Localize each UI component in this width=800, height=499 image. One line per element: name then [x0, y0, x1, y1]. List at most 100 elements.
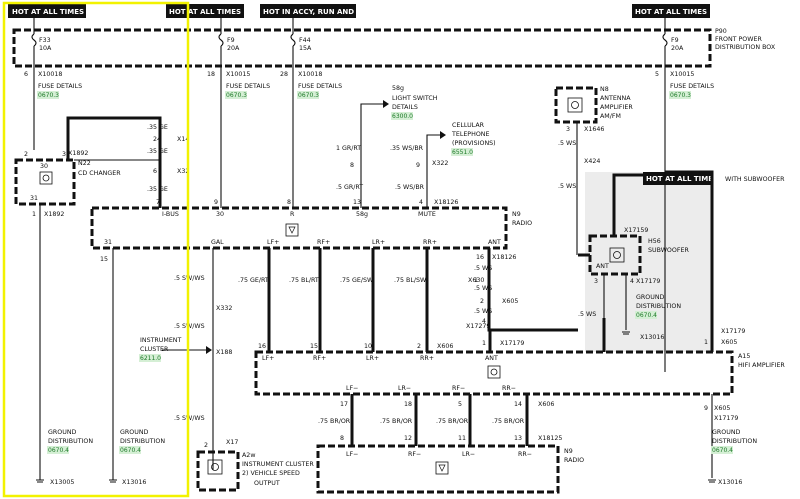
- svg-text:X10018: X10018: [38, 71, 62, 78]
- svg-text:X17: X17: [226, 439, 238, 446]
- svg-text:X17159: X17159: [624, 227, 648, 234]
- svg-text:3: 3: [594, 278, 598, 285]
- wire-label: .35 GE: [147, 148, 168, 155]
- svg-text:0670.3: 0670.3: [670, 92, 691, 99]
- svg-text:6551.0: 6551.0: [452, 149, 473, 156]
- svg-text:F9: F9: [671, 37, 679, 44]
- fuse-f33: F33 10A 6 X10018 FUSE DETAILS 0670.3: [24, 18, 82, 150]
- wire-label: .75 GE/SW: [340, 277, 374, 284]
- svg-text:INSTRUMENT CLUSTER: INSTRUMENT CLUSTER: [242, 461, 314, 468]
- svg-text:2) VEHICLE SPEED: 2) VEHICLE SPEED: [242, 470, 300, 477]
- header-hot-all-3: HOT AT ALL TIMES: [632, 4, 710, 18]
- svg-text:X1892: X1892: [44, 211, 64, 218]
- pin-label: 8: [340, 435, 344, 442]
- svg-text:15A: 15A: [299, 45, 312, 52]
- wire-label: .5 WS: [474, 285, 492, 292]
- svg-text:RF+: RF+: [313, 355, 326, 362]
- svg-text:LIGHT SWITCH: LIGHT SWITCH: [392, 95, 438, 102]
- svg-text:HOT AT ALL TIMES: HOT AT ALL TIMES: [635, 8, 707, 16]
- connector-label: X605: [721, 339, 737, 346]
- svg-text:9: 9: [214, 199, 218, 206]
- svg-text:RR+: RR+: [423, 239, 437, 246]
- pin-label: 17: [340, 401, 348, 408]
- svg-text:20A: 20A: [671, 45, 684, 52]
- svg-text:N22: N22: [78, 160, 91, 167]
- svg-text:30: 30: [40, 163, 48, 170]
- svg-text:GROUND: GROUND: [48, 429, 77, 436]
- svg-text:8: 8: [287, 199, 291, 206]
- svg-text:X13005: X13005: [50, 479, 74, 486]
- svg-text:9: 9: [704, 405, 708, 412]
- svg-text:RF−: RF−: [408, 451, 421, 458]
- wire-label: .75 BR/OR: [380, 418, 413, 425]
- svg-text:ANT: ANT: [488, 239, 501, 246]
- connector-label: X17179: [500, 340, 524, 347]
- svg-text:GROUND: GROUND: [712, 429, 741, 436]
- svg-text:2: 2: [24, 151, 28, 158]
- wire-label: .5 WS: [474, 308, 492, 315]
- radio-n9: N9 RADIO X18126 7 9 8 13 4 I-BUS 30 R 58…: [90, 199, 532, 250]
- connector-label: X32: [177, 168, 189, 175]
- svg-text:MUTE: MUTE: [418, 211, 436, 218]
- connector-label: X188: [216, 349, 232, 356]
- pin-label: 13: [514, 435, 522, 442]
- fuse-f9-left: F9 20A 18 X10015 FUSE DETAILS 0670.3: [207, 18, 270, 208]
- svg-text:31: 31: [104, 239, 112, 246]
- svg-text:13: 13: [353, 199, 361, 206]
- svg-text:OUTPUT: OUTPUT: [254, 480, 280, 487]
- svg-text:3: 3: [566, 126, 570, 133]
- svg-text:LF+: LF+: [262, 355, 274, 362]
- connector-label: X14: [177, 136, 189, 143]
- svg-text:FUSE DETAILS: FUSE DETAILS: [298, 83, 342, 90]
- pin-label: 1: [704, 339, 708, 346]
- svg-text:X605: X605: [714, 405, 730, 412]
- cellular-telephone: CELLULAR TELEPHONE (PROVISIONS) 6551.0 .…: [390, 122, 496, 208]
- svg-text:R: R: [290, 211, 295, 218]
- subwoofer-power-wire: [665, 170, 714, 352]
- ground-distribution-2: GROUND DISTRIBUTION 0670.4 X13016: [109, 429, 165, 486]
- svg-text:10A: 10A: [39, 45, 52, 52]
- connector-label: X18126: [492, 254, 516, 261]
- svg-text:8: 8: [350, 162, 354, 169]
- pin-label: 6: [153, 168, 157, 175]
- wire-label: .75 BL/RT: [289, 277, 319, 284]
- connector-label: X18125: [538, 435, 562, 442]
- svg-text:X322: X322: [432, 160, 448, 167]
- header-hot-accy: HOT IN ACCY, RUN AND START: [260, 4, 381, 18]
- svg-text:6300.0: 6300.0: [392, 113, 413, 120]
- power-box-line2: DISTRIBUTION BOX: [715, 44, 776, 51]
- svg-text:FUSE DETAILS: FUSE DETAILS: [670, 83, 714, 90]
- svg-text:.5 WS: .5 WS: [558, 183, 576, 190]
- svg-text:RR−: RR−: [518, 451, 532, 458]
- wire-label: .35 GE: [147, 186, 168, 193]
- wire-label: .5 SW/WS: [174, 323, 205, 330]
- wire-label: .75 BR/OR: [318, 418, 351, 425]
- svg-text:0670.4: 0670.4: [120, 447, 141, 454]
- svg-text:LF−: LF−: [346, 451, 358, 458]
- svg-text:X10015: X10015: [670, 71, 694, 78]
- pin-label: 18: [404, 401, 412, 408]
- svg-text:X10018: X10018: [298, 71, 322, 78]
- svg-text:LR−: LR−: [398, 385, 411, 392]
- header-hot-all-1: HOT AT ALL TIMES: [8, 4, 86, 18]
- pin-label: 16: [476, 254, 484, 261]
- svg-text:LR+: LR+: [372, 239, 385, 246]
- svg-text:30: 30: [216, 211, 224, 218]
- svg-text:28: 28: [280, 71, 288, 78]
- svg-text:X10015: X10015: [226, 71, 250, 78]
- svg-text:X17179: X17179: [636, 278, 660, 285]
- pin-label: 2: [417, 343, 421, 350]
- svg-text:0670.4: 0670.4: [48, 447, 69, 454]
- connector-label: X606: [437, 343, 453, 350]
- svg-text:N9: N9: [512, 211, 521, 218]
- svg-text:N8: N8: [600, 86, 609, 93]
- svg-text:X1892: X1892: [68, 150, 88, 157]
- svg-text:0670.4: 0670.4: [636, 312, 657, 319]
- svg-text:LF+: LF+: [267, 239, 279, 246]
- svg-text:FUSE DETAILS: FUSE DETAILS: [38, 83, 82, 90]
- svg-text:2: 2: [204, 442, 208, 449]
- light-switch-details: 58g LIGHT SWITCH DETAILS 6300.0 1 GR/RT …: [336, 85, 438, 208]
- svg-text:0670.3: 0670.3: [38, 92, 59, 99]
- svg-text:AM/FM: AM/FM: [600, 113, 621, 120]
